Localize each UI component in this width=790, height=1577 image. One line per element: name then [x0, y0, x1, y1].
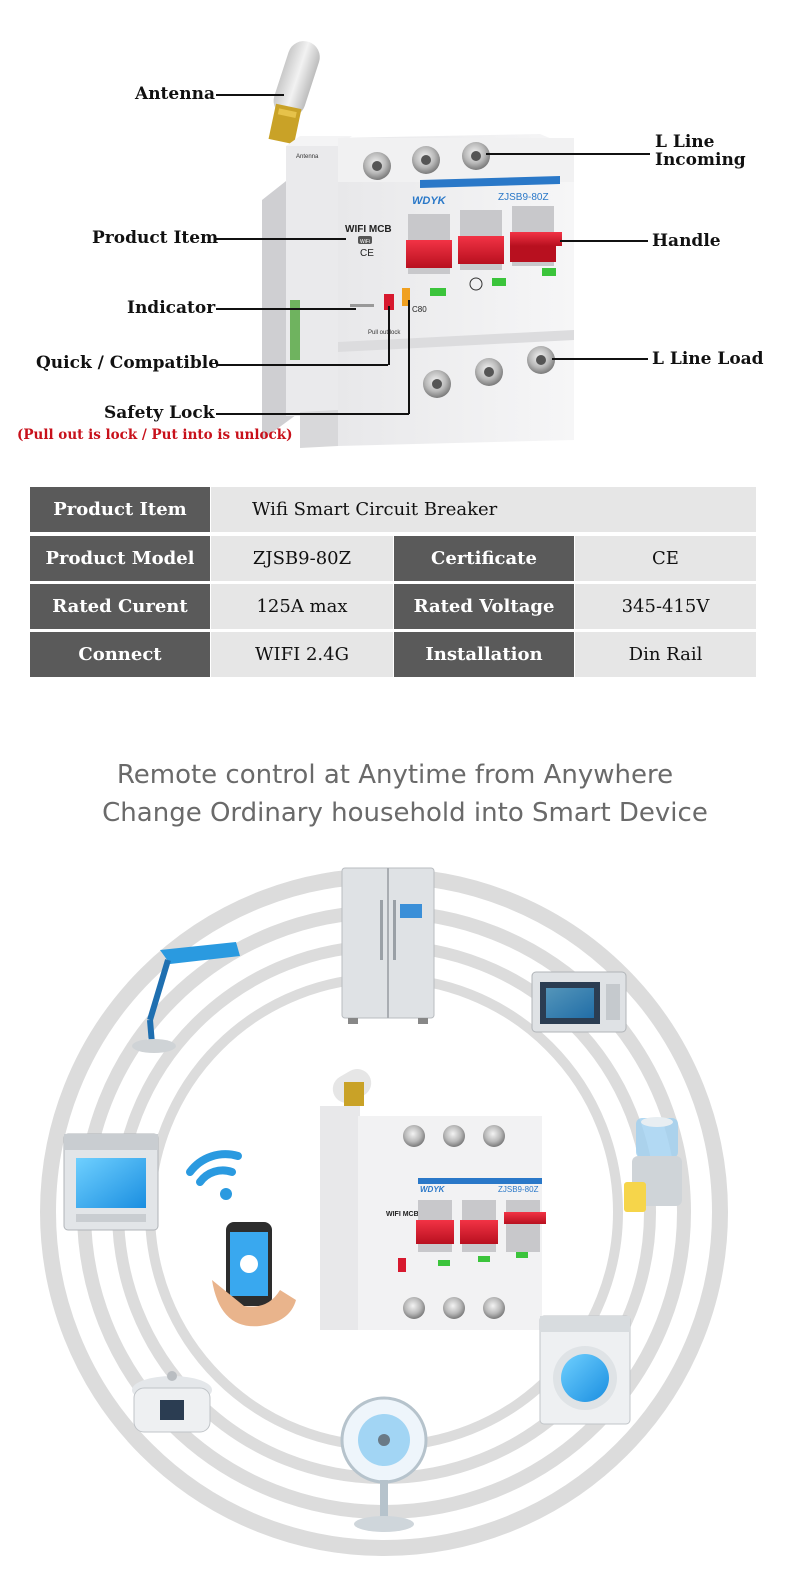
- lamp-icon: [132, 942, 240, 1053]
- breaker-center-wifi-mcb: WIFI MCB: [386, 1211, 419, 1218]
- label-l-line-load: L Line Load: [652, 349, 764, 369]
- label-l-line-incoming: L Line Incoming: [655, 133, 746, 169]
- svg-text:WiFi: WiFi: [360, 239, 370, 245]
- breaker-center-model: ZJSB9-80Z: [498, 1185, 539, 1194]
- leader-line: [388, 306, 390, 365]
- spec-value: Din Rail: [575, 632, 756, 677]
- spec-label: Connect: [30, 632, 210, 677]
- wifi-icon: [186, 1150, 242, 1200]
- label-indicator: Indicator: [127, 298, 216, 318]
- breaker-center-brand: WDYK: [420, 1185, 446, 1194]
- spec-label: Installation: [394, 632, 574, 677]
- device-lock-text: Pull out:lock: [368, 330, 401, 336]
- fan-icon: [340, 1396, 428, 1532]
- antenna-icon: [268, 41, 320, 145]
- washing-machine-icon: [539, 1315, 631, 1425]
- spec-table: Product Item Wifi Smart Circuit Breaker …: [30, 487, 756, 679]
- juicer-icon: [624, 1117, 682, 1212]
- handle-icon: [406, 206, 562, 274]
- label-quick-compatible: Quick / Compatible: [36, 353, 220, 373]
- leader-line: [408, 300, 410, 414]
- rice-cooker-icon: [132, 1371, 212, 1433]
- leader-line: [486, 153, 650, 155]
- phone-icon: [212, 1222, 296, 1327]
- leader-line: [216, 364, 388, 366]
- microwave-icon: [531, 971, 627, 1033]
- headline-smart-device: Change Ordinary household into Smart Dev…: [102, 798, 708, 828]
- oven-icon: [63, 1133, 159, 1231]
- device-antenna-text: Antenna: [296, 154, 319, 160]
- spec-value: WIFI 2.4G: [211, 632, 393, 677]
- spec-label: Certificate: [394, 536, 574, 581]
- spec-label: Product Item: [30, 487, 210, 532]
- label-handle: Handle: [652, 231, 721, 251]
- spec-value: Wifi Smart Circuit Breaker: [211, 487, 756, 532]
- breaker-illustration: Antenna WDYK ZJSB9-80Z WIFI MCB WiFi CE: [262, 41, 574, 448]
- spec-label: Rated Curent: [30, 584, 210, 629]
- spec-value: 345-415V: [575, 584, 756, 629]
- spec-label: Product Model: [30, 536, 210, 581]
- label-l-line-incoming-line1: L Line: [655, 132, 715, 152]
- spec-value: ZJSB9-80Z: [211, 536, 393, 581]
- leader-line: [560, 240, 648, 242]
- smart-home-illustration: ZJSB9-80Z WDYK WIFI MCB: [40, 867, 728, 1556]
- safety-lock-note: (Pull out is lock / Put into is unlock): [17, 427, 293, 443]
- leader-line: [216, 238, 346, 240]
- label-antenna: Antenna: [135, 84, 215, 104]
- device-model: ZJSB9-80Z: [498, 192, 549, 203]
- breaker-center-icon: ZJSB9-80Z WDYK WIFI MCB: [320, 1069, 546, 1330]
- label-l-line-incoming-line2: Incoming: [655, 150, 746, 170]
- device-rating: C80: [412, 305, 427, 314]
- leader-line: [216, 308, 356, 310]
- label-safety-lock: Safety Lock: [104, 403, 215, 423]
- device-brand: WDYK: [412, 195, 447, 207]
- device-wifi-mcb: WIFI MCB: [345, 224, 392, 235]
- fridge-icon: [341, 867, 435, 1024]
- headline-remote-control: Remote control at Anytime from Anywhere: [116, 760, 674, 790]
- spec-value: CE: [575, 536, 756, 581]
- leader-line: [552, 358, 648, 360]
- spec-value: 125A max: [211, 584, 393, 629]
- leader-line: [216, 413, 409, 415]
- ce-mark: CE: [360, 248, 374, 259]
- label-product-item: Product Item: [92, 228, 219, 248]
- spec-label: Rated Voltage: [394, 584, 574, 629]
- leader-line: [216, 94, 284, 96]
